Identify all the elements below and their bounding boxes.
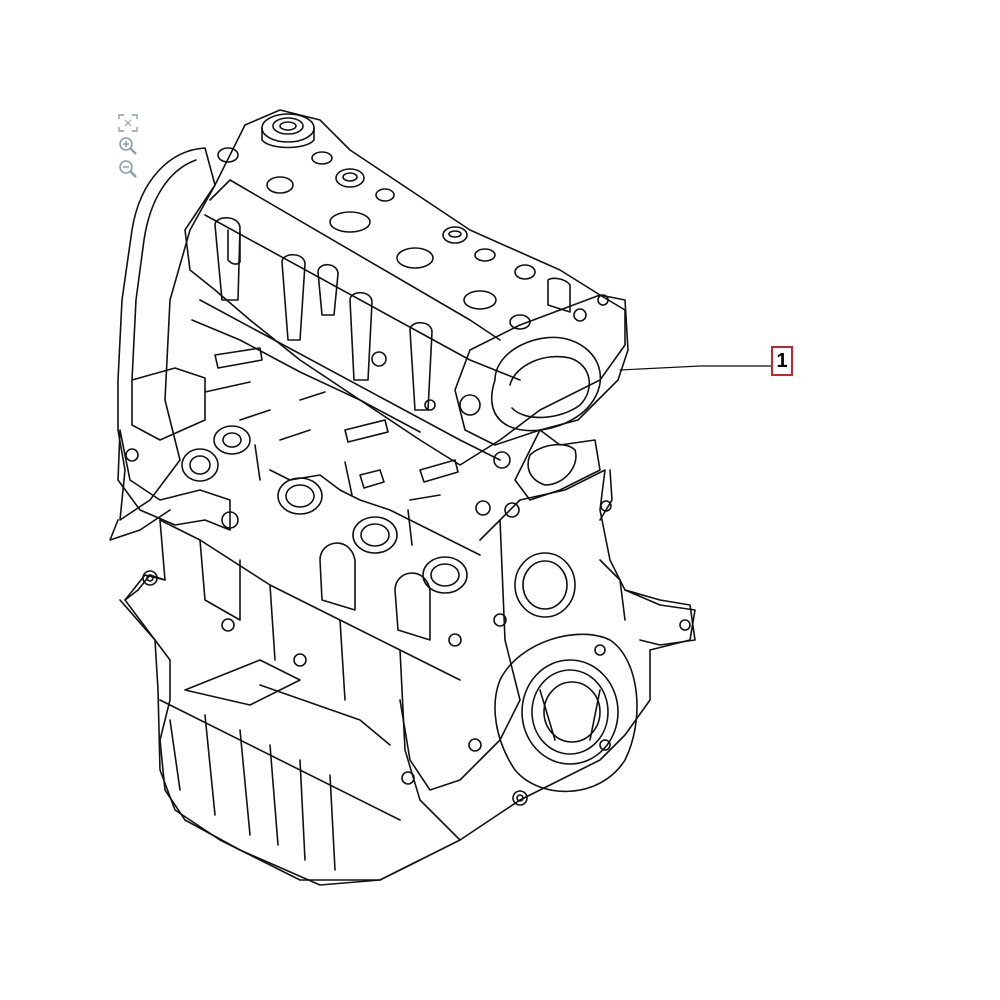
- zoom-in-icon[interactable]: [116, 135, 140, 157]
- callout-label: 1: [776, 350, 788, 372]
- exhaust-studs: [204, 347, 459, 546]
- zoom-out-icon[interactable]: [116, 158, 140, 180]
- timing-belt-cover: [109, 147, 216, 541]
- thermostat-housing: [117, 367, 251, 531]
- part-callout-1[interactable]: 1: [771, 346, 793, 376]
- fit-to-window-icon[interactable]: [116, 112, 140, 134]
- camshaft-cover-plate: [454, 294, 629, 501]
- cylinder-head-cover: [184, 109, 626, 466]
- intake-runners: [191, 217, 501, 461]
- engine-block: [124, 469, 696, 881]
- callout-leader-line: [619, 365, 772, 371]
- engine-mount-bracket: [599, 469, 696, 646]
- crankshaft-pulley: [494, 633, 638, 806]
- zoom-toolbar: [116, 112, 142, 182]
- oil-sump: [119, 570, 482, 886]
